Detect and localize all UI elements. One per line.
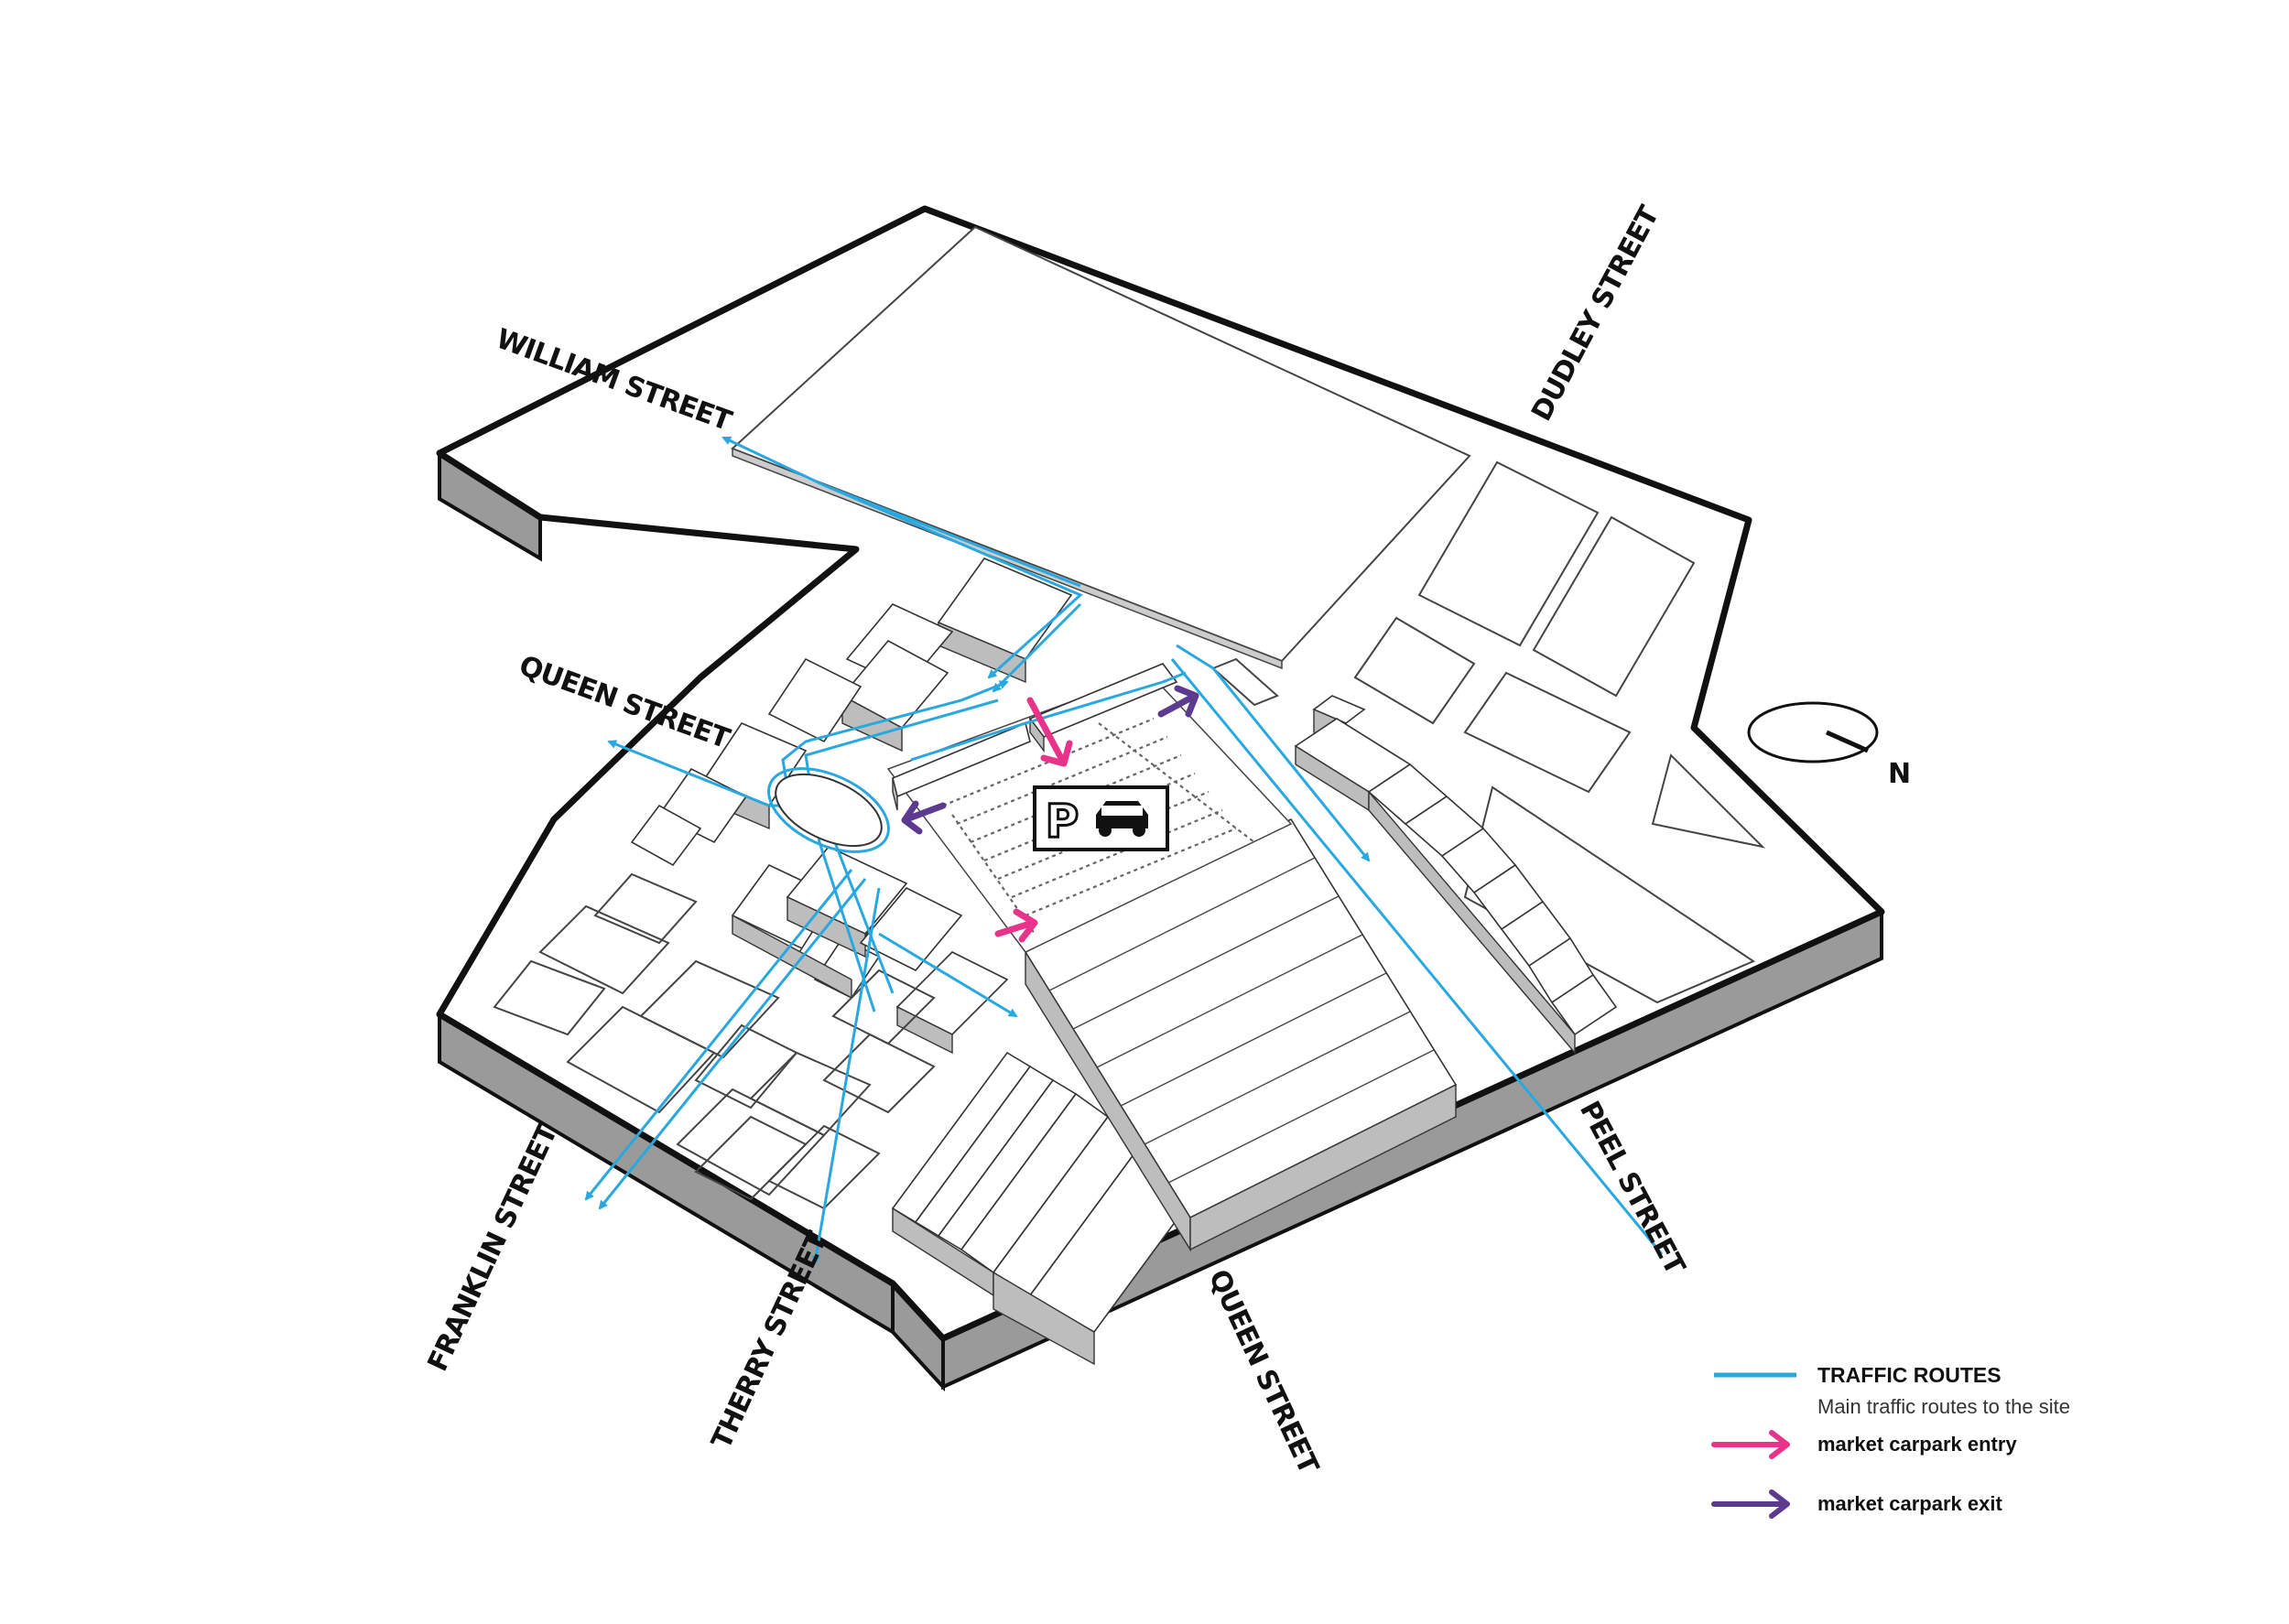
- street-label-queen-south: QUEEN STREET: [1202, 1265, 1325, 1480]
- carpark-exit-arrow-icon: [1157, 685, 1199, 718]
- legend-traffic-subtitle: Main traffic routes to the site: [1817, 1395, 2070, 1418]
- parking-car-icon: P: [1033, 785, 1169, 851]
- street-label-franklin: FRANKLIN STREET: [422, 1119, 565, 1376]
- legend-exit-label: market carpark exit: [1817, 1492, 2002, 1515]
- street-label-peel: PEEL STREET: [1573, 1096, 1691, 1281]
- legend-entry-label: market carpark entry: [1817, 1433, 2017, 1456]
- legend: TRAFFIC ROUTES Main traffic routes to th…: [1711, 1363, 2070, 1519]
- south-sheds: [891, 1051, 1210, 1366]
- legend-entry-arrow-icon: [1711, 1430, 1790, 1459]
- legend-traffic-title: TRAFFIC ROUTES: [1817, 1363, 2002, 1387]
- north-label: N: [1888, 758, 1911, 790]
- carpark-entry-arrow-icon: [1026, 697, 1073, 767]
- legend-exit-arrow-icon: [1711, 1489, 1790, 1519]
- market-shed: [1024, 817, 1458, 1252]
- roundabout: [767, 767, 890, 853]
- carpark-exit-arrow-icon: [901, 800, 947, 835]
- east-row-buildings: [1294, 695, 1618, 1055]
- carpark-entry-arrow-icon: [994, 908, 1038, 943]
- east-lots: [1211, 460, 1766, 1004]
- parking-letter: P: [1046, 795, 1079, 848]
- street-label-dudley: DUDLEY STREET: [1525, 200, 1665, 427]
- north-arrow-icon: N: [1747, 701, 1911, 790]
